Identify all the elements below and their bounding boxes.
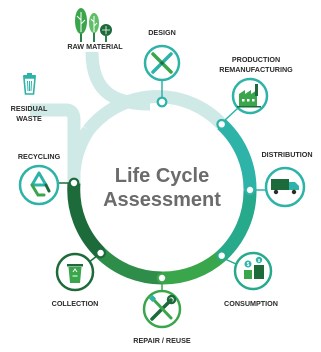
label-design: DESIGN (148, 28, 176, 37)
label-recycling: RECYCLING (18, 152, 61, 161)
recycle-icon (18, 164, 60, 206)
node-distribution (244, 184, 256, 196)
node-design (156, 96, 168, 108)
label-collection: COLLECTION (52, 299, 99, 308)
node-recycling (68, 177, 80, 189)
label-waste: WASTE (16, 114, 42, 123)
ring-segment-distribution-consumption (217, 189, 257, 261)
truck-icon (264, 166, 306, 208)
trash-bin-icon (23, 73, 36, 95)
production-connector (223, 107, 239, 122)
label-consumption: CONSUMPTION (224, 299, 278, 308)
raw-material-inflow (85, 51, 151, 111)
ring-segment-production-distribution (217, 119, 257, 191)
svg-text:$: $ (258, 258, 261, 263)
node-production (216, 118, 228, 130)
title-line-2: Assessment (103, 189, 221, 211)
title-line-1: Life Cycle (115, 165, 209, 187)
ring-segment-repair-collection (96, 248, 163, 285)
label-raw-material: RAW MATERIAL (67, 42, 123, 51)
ring-segment-collection-recycling (67, 182, 106, 258)
residual-waste-outflow (30, 103, 81, 183)
wrench-screwdriver-icon (142, 289, 182, 329)
node-repair (156, 272, 168, 284)
money-cart-icon: $ $ (233, 251, 273, 291)
label-production: PRODUCTION (232, 55, 280, 64)
label-residual: RESIDUAL (11, 104, 48, 113)
label-remanufacturing: REMANUFACTURING (219, 65, 293, 74)
label-repair-reuse: REPAIR / REUSE (133, 336, 191, 345)
ring-segment-consumption-repair (161, 250, 227, 285)
design-pencil-ruler-icon (143, 44, 181, 82)
node-consumption (216, 250, 228, 262)
collection-bin-icon (55, 252, 95, 292)
consumption-connector (224, 258, 237, 265)
node-collection (95, 247, 106, 259)
ring-segment-design (83, 90, 227, 135)
label-distribution: DISTRIBUTION (261, 150, 312, 159)
factory-icon (231, 77, 269, 115)
trees-icon (75, 8, 112, 42)
svg-text:$: $ (247, 262, 250, 268)
